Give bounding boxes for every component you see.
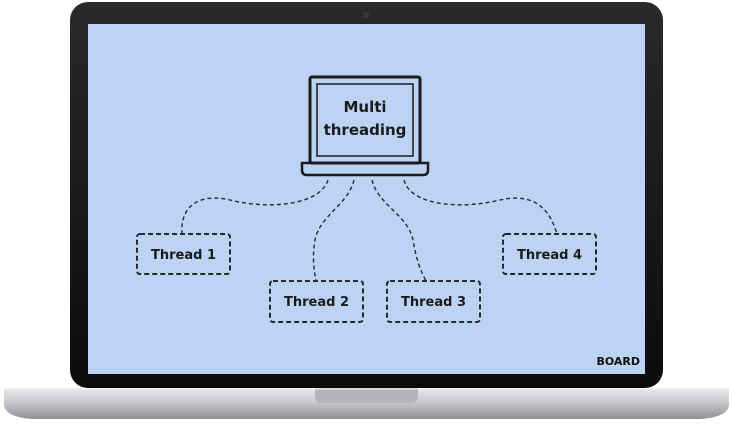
connector-thread-2	[312, 179, 355, 282]
thread-node-2-box	[269, 280, 364, 323]
thread-node-1-label: Thread 1	[151, 248, 216, 263]
connectors	[181, 179, 558, 282]
thread-node-1: Thread 1	[136, 233, 231, 275]
thread-node-3: Thread 3	[386, 280, 481, 323]
connector-thread-1	[181, 179, 329, 235]
brand-logo: BOARD	[596, 355, 640, 368]
webcam	[363, 12, 369, 18]
screen	[88, 24, 645, 374]
thread-node-4-label: Thread 4	[517, 248, 582, 263]
thread-node-4: Thread 4	[502, 233, 597, 275]
main-node-label-line1: Multi	[343, 98, 386, 116]
main-node-keyboard	[300, 161, 430, 177]
connector-thread-4	[403, 179, 558, 235]
base-notch	[315, 388, 418, 403]
thread-node-2: Thread 2	[269, 280, 364, 323]
thread-node-2-label: Thread 2	[284, 295, 349, 310]
main-node: Multi threading	[300, 75, 430, 177]
thread-node-4-box	[502, 233, 597, 275]
main-node-screen-inner	[316, 83, 414, 157]
main-node-label-line2: threading	[324, 121, 407, 139]
connector-thread-3	[371, 179, 427, 282]
thread-node-3-box	[386, 280, 481, 323]
thread-node-3-label: Thread 3	[401, 295, 466, 310]
thread-node-1-box	[136, 233, 231, 275]
laptop-base	[4, 388, 729, 419]
